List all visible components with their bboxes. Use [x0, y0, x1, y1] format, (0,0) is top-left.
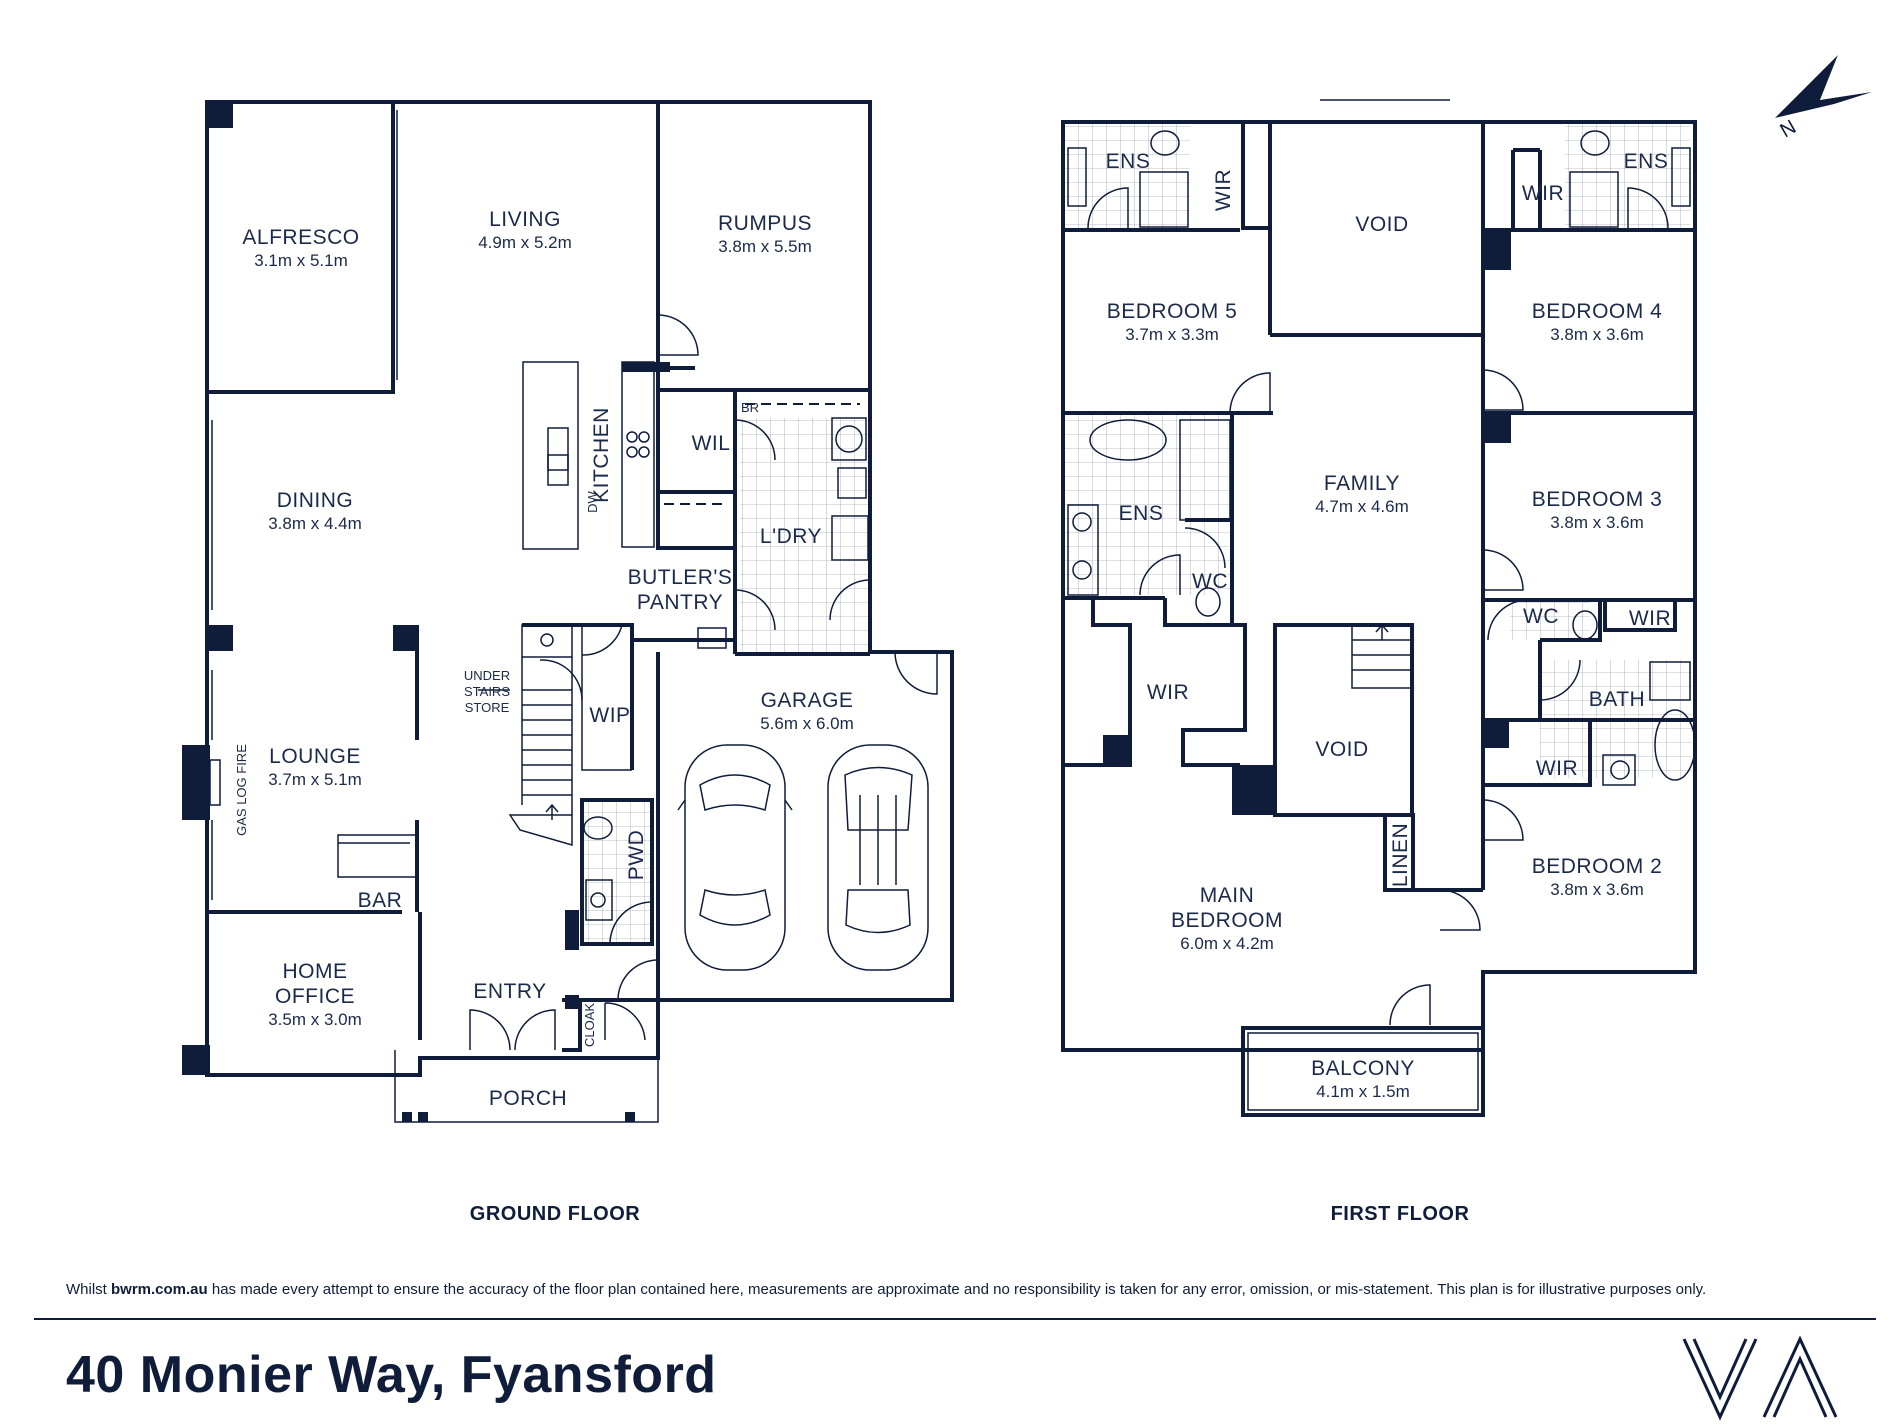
living-label: LIVING [489, 208, 561, 231]
bar-label: BAR [358, 889, 403, 912]
wil-label: WIL [692, 432, 731, 455]
bedroom2-size: 3.8m x 3.6m [1550, 880, 1644, 899]
first-floor-plan [1061, 99, 1697, 1117]
disclaimer: Whilst bwrm.com.au has made every attemp… [66, 1281, 1846, 1298]
kitchen-label: KITCHEN [590, 407, 613, 503]
main-bedroom-label-1: MAIN [1200, 884, 1255, 907]
ground-floor-plan [182, 100, 954, 1123]
north-label: N [1777, 116, 1801, 142]
car-icon [827, 744, 929, 971]
wir2-label: WIR [1536, 757, 1578, 780]
lounge-size: 3.7m x 5.1m [268, 770, 362, 789]
porch-label: PORCH [489, 1087, 567, 1110]
under-stairs-label-2: STAIRS [464, 684, 510, 699]
dining-label: DINING [277, 489, 354, 512]
balcony-size: 4.1m x 1.5m [1316, 1082, 1410, 1101]
under-stairs-label-3: STORE [465, 700, 510, 715]
garage-label: GARAGE [761, 689, 854, 712]
entry-label: ENTRY [473, 980, 546, 1003]
north-arrow-icon [1775, 55, 1872, 118]
living-size: 4.9m x 5.2m [478, 233, 572, 252]
bedroom4-label: BEDROOM 4 [1532, 300, 1663, 323]
main-bedroom-label-2: BEDROOM [1171, 909, 1283, 932]
wir-main-label: WIR [1147, 681, 1189, 704]
ens5-label: ENS [1106, 150, 1151, 173]
bedroom3-size: 3.8m x 3.6m [1550, 513, 1644, 532]
void-mid-label: VOID [1315, 738, 1368, 761]
rumpus-size: 3.8m x 5.5m [718, 237, 812, 256]
balcony-label: BALCONY [1311, 1057, 1415, 1080]
wc-label: WC [1523, 605, 1559, 628]
bedroom5-size: 3.7m x 3.3m [1125, 325, 1219, 344]
void-top-label: VOID [1355, 213, 1408, 236]
wir5-label: WIR [1212, 169, 1235, 211]
family-label: FAMILY [1324, 472, 1400, 495]
bedroom5-label: BEDROOM 5 [1107, 300, 1238, 323]
dw-label: DW [585, 490, 600, 512]
disclaimer-site: bwrm.com.au [111, 1281, 208, 1298]
pwd-label: PWD [625, 830, 648, 881]
property-address: 40 Monier Way, Fyansford [66, 1346, 717, 1404]
butlers-pantry-label-2: PANTRY [637, 591, 723, 614]
home-office-size: 3.5m x 3.0m [268, 1010, 362, 1029]
bedroom2-label: BEDROOM 2 [1532, 855, 1663, 878]
disclaimer-body: has made every attempt to ensure the acc… [207, 1281, 1707, 1298]
footer-divider [34, 1318, 1876, 1320]
gas-log-fire-label: GAS LOG FIRE [234, 744, 249, 836]
home-office-label-2: OFFICE [275, 985, 355, 1008]
wir3-label: WIR [1629, 607, 1671, 630]
wip-label: WIP [589, 704, 630, 727]
ens-main-label: ENS [1119, 502, 1164, 525]
car-icon [677, 744, 793, 971]
wc-main-label: WC [1192, 570, 1228, 593]
cloak-label: CLOAK [582, 1003, 597, 1047]
va-logo-icon [1682, 1335, 1838, 1421]
ground-floor-title: GROUND FLOOR [470, 1203, 640, 1225]
bath-label: BATH [1589, 688, 1645, 711]
under-stairs-label-1: UNDER [464, 668, 510, 683]
alfresco-size: 3.1m x 5.1m [254, 251, 348, 270]
br-label: BR [741, 400, 759, 415]
laundry-label: L'DRY [760, 525, 822, 548]
ens4-label: ENS [1624, 150, 1669, 173]
wir4-label: WIR [1522, 182, 1564, 205]
bedroom4-size: 3.8m x 3.6m [1550, 325, 1644, 344]
garage-size: 5.6m x 6.0m [760, 714, 854, 733]
disclaimer-prefix: Whilst [66, 1281, 111, 1298]
butlers-pantry-label-1: BUTLER'S [628, 566, 733, 589]
linen-label: LINEN [1389, 823, 1412, 887]
dining-size: 3.8m x 4.4m [268, 514, 362, 533]
alfresco-label: ALFRESCO [242, 226, 359, 249]
first-floor-title: FIRST FLOOR [1331, 1203, 1470, 1225]
home-office-label-1: HOME [283, 960, 348, 983]
main-bedroom-size: 6.0m x 4.2m [1180, 934, 1274, 953]
lounge-label: LOUNGE [269, 745, 361, 768]
bedroom3-label: BEDROOM 3 [1532, 488, 1663, 511]
rumpus-label: RUMPUS [718, 212, 812, 235]
family-size: 4.7m x 4.6m [1315, 497, 1409, 516]
